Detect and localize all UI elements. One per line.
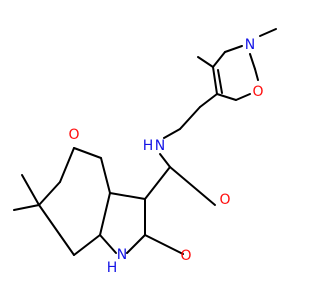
bond xyxy=(144,166,171,200)
bond xyxy=(59,234,75,256)
bond xyxy=(249,53,256,70)
bond xyxy=(169,166,216,206)
ketone-oxygen-label: O xyxy=(68,127,79,143)
oxazole-ring xyxy=(179,28,277,130)
bond xyxy=(13,204,40,211)
amide-group xyxy=(144,128,216,206)
bond xyxy=(73,147,102,159)
bond xyxy=(212,51,226,68)
bond xyxy=(179,106,201,130)
bond xyxy=(59,147,75,183)
lactam-nitrogen-label: N xyxy=(117,247,127,263)
bond xyxy=(212,66,218,95)
oxazole-nitrogen-label: N xyxy=(245,37,255,53)
quinolinone-ring-system xyxy=(13,147,184,256)
bond xyxy=(163,128,181,139)
bond xyxy=(224,45,243,53)
bond xyxy=(38,204,61,236)
lactam-hydrogen-label: H xyxy=(107,260,118,276)
bond xyxy=(199,93,218,108)
amide-oxygen-label: O xyxy=(219,192,230,208)
bond xyxy=(197,56,214,68)
bond xyxy=(259,28,277,37)
bond xyxy=(217,69,223,94)
lactam-oxygen-label: O xyxy=(180,248,191,264)
bond xyxy=(159,153,171,168)
molecule-structure: N O N H O O H N O xyxy=(13,28,277,276)
bond xyxy=(144,234,184,255)
bond xyxy=(254,68,259,81)
bond xyxy=(21,174,40,206)
bond xyxy=(126,234,146,254)
amide-hydrogen-label: H xyxy=(143,138,154,154)
oxazole-oxygen-label: O xyxy=(252,84,263,100)
bond xyxy=(99,192,111,236)
bond xyxy=(100,157,111,194)
bond xyxy=(109,192,146,200)
bond xyxy=(216,93,237,101)
bond xyxy=(99,234,117,254)
bond xyxy=(73,234,101,256)
bond xyxy=(38,181,61,206)
bond xyxy=(235,93,251,101)
amide-nitrogen-label: N xyxy=(155,138,165,154)
